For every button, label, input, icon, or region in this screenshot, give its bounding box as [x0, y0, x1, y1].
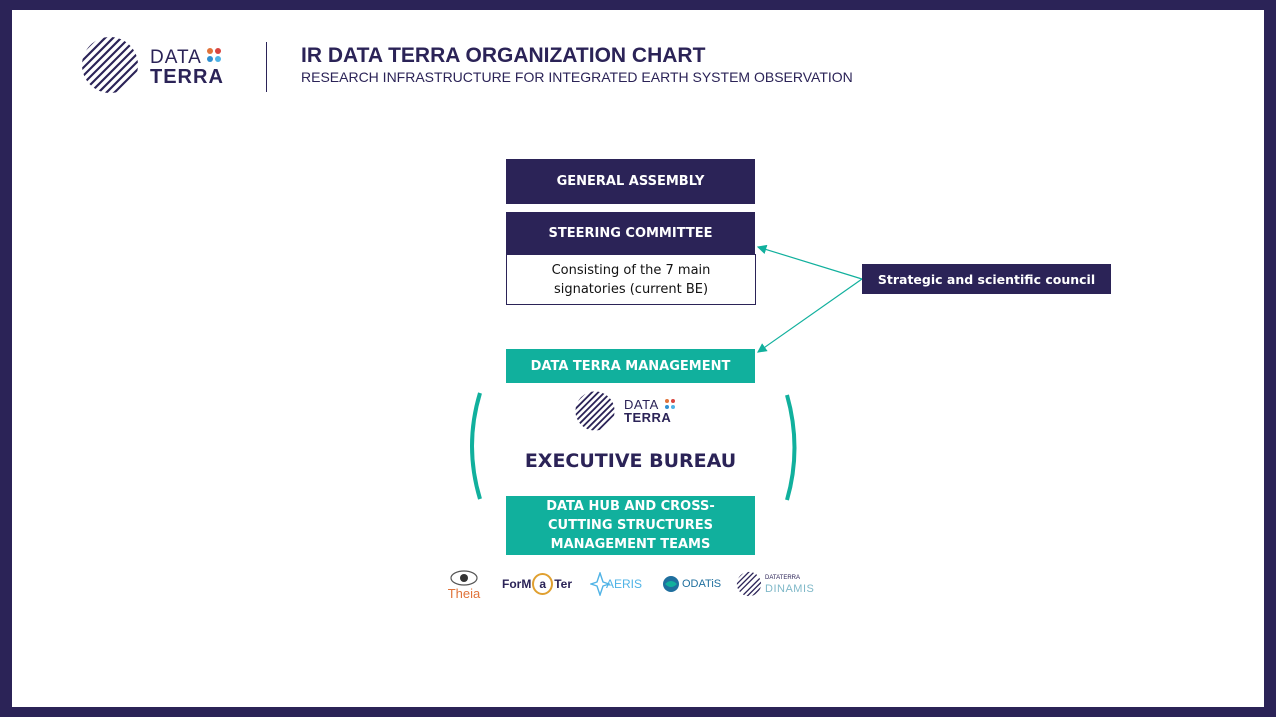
dinamis-small-text: DATATERRA [765, 575, 801, 581]
dinamis-logo: DATATERRA DINAMIS [736, 563, 826, 605]
theia-logo: Theia [444, 563, 484, 605]
aeris-star-icon [590, 572, 610, 596]
globe-icon [663, 576, 679, 592]
stripes-icon [736, 571, 762, 597]
stripes-icon [82, 37, 138, 93]
data-terra-logo: DATA TERRA [80, 35, 240, 95]
inner-logo-text-terra: TERRA [624, 410, 672, 425]
eye-icon [450, 569, 478, 586]
council-box: Strategic and scientific council [862, 264, 1111, 294]
logo-text-terra: TERRA [150, 66, 224, 88]
steering-detail-text: Consisting of the 7 main signatories (cu… [551, 262, 711, 297]
page-subtitle: RESEARCH INFRASTRUCTURE FOR INTEGRATED E… [301, 69, 853, 85]
dots-icon [665, 399, 677, 411]
odatis-text: ODATiS [682, 578, 722, 590]
aeris-text: AERIS [606, 577, 643, 591]
logo-text-data: DATA [150, 47, 202, 68]
formater-text-1: ForM [502, 577, 532, 591]
general-assembly-box: GENERAL ASSEMBLY [506, 159, 755, 204]
formater-text-2: a [532, 573, 554, 595]
header-divider [266, 42, 267, 92]
stripes-icon [575, 391, 615, 431]
inner-data-terra-logo: DATA TERRA [574, 390, 684, 432]
arrow-to-steering [756, 244, 863, 280]
steering-committee-detail: Consisting of the 7 main signatories (cu… [506, 254, 756, 305]
management-box: DATA TERRA MANAGEMENT [506, 349, 755, 383]
slide: DATA TERRA IR DATA TERRA ORGANIZATION CH… [12, 10, 1264, 707]
inner-logo-text-data: DATA [624, 397, 659, 412]
odatis-logo: ODATiS [662, 563, 722, 605]
dinamis-text: DINAMIS [765, 583, 815, 595]
formater-logo: ForM a Ter [502, 563, 572, 605]
arrow-to-management [757, 278, 863, 353]
hub-teams-box: DATA HUB AND CROSS-CUTTING STRUCTURES MA… [506, 496, 755, 555]
steering-committee-box: STEERING COMMITTEE [506, 212, 755, 254]
executive-bureau-label: EXECUTIVE BUREAU [524, 450, 737, 472]
right-bracket [785, 394, 797, 501]
theia-text: Theia [447, 585, 481, 601]
aeris-logo: AERIS [590, 563, 646, 605]
connectors [470, 244, 863, 501]
page-title: IR DATA TERRA ORGANIZATION CHART [301, 44, 706, 67]
dots-icon [207, 48, 223, 64]
formater-text-3: Ter [554, 577, 572, 591]
left-bracket [470, 392, 482, 500]
